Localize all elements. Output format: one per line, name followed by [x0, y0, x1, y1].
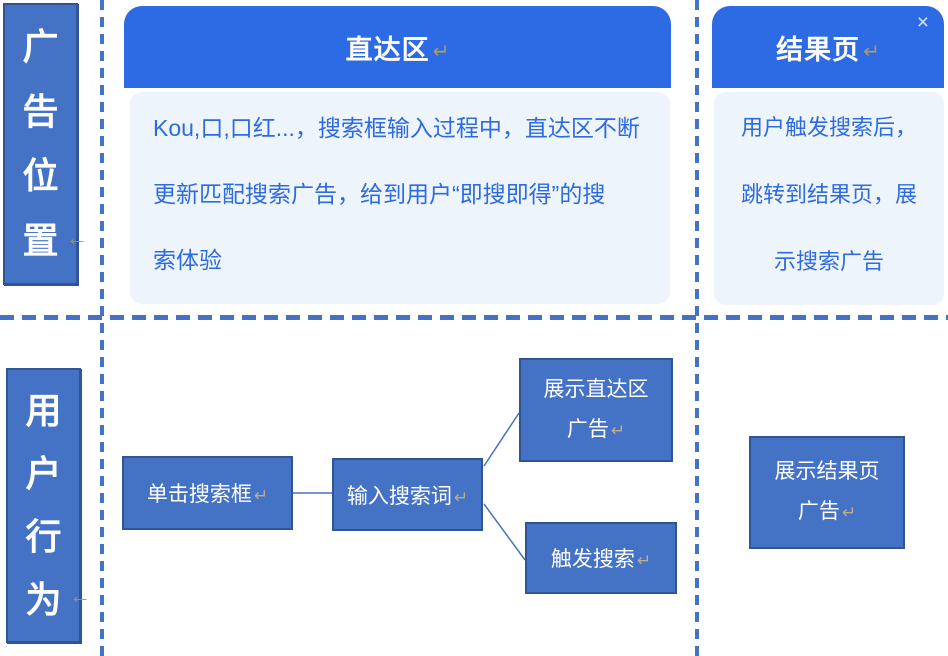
flow-box-text: 触发搜索 — [550, 548, 635, 571]
row-label-char: 置 — [22, 219, 59, 261]
panel-header-direct-zone: 直达区 ↵ — [124, 6, 671, 88]
panel-body-results-page: 用户触发搜索后， 跳转到结果页，展 示搜索广告 — [714, 92, 944, 305]
flow-box-text: 单击搜索框 — [146, 483, 252, 506]
flow-box-text: 输入搜索词 — [346, 484, 452, 508]
row-label-char: 为 — [25, 578, 62, 620]
return-mark-icon: ↵ — [253, 486, 269, 505]
row-label-user-behavior: 用 户 行 为 ← — [6, 368, 91, 643]
flow-box-label: 展示结果页 — [775, 452, 880, 492]
flow-box-text: 广告 — [566, 417, 609, 441]
return-mark-icon: ↵ — [863, 40, 880, 63]
row-label-char: 行 — [25, 515, 62, 557]
flow-box-show-direct-zone-ad: 展示直达区 广告↵ — [519, 358, 673, 462]
return-mark-icon: ← — [69, 583, 91, 608]
column-divider-right — [695, 0, 699, 656]
row-label-char: 用 — [25, 390, 62, 432]
flow-box-text: 广告 — [797, 500, 840, 523]
row-divider — [0, 315, 948, 320]
panel-text-line: 用户触发搜索后， — [740, 115, 917, 140]
flow-box-trigger-search: 触发搜索↵ — [525, 522, 677, 594]
panel-title: 结果页 — [776, 34, 861, 65]
panel-title: 直达区 — [345, 34, 430, 65]
flow-box-label: 广告↵ — [567, 410, 625, 451]
row-label-char: 告 — [22, 90, 59, 132]
flow-box-label: 广告↵ — [798, 492, 856, 533]
row-label-char: 位 — [22, 155, 59, 197]
return-mark-icon: ↵ — [453, 487, 469, 507]
panel-text-line: 索体验 — [153, 247, 222, 273]
row-label-ad-position: 广 告 位 置 ← — [3, 3, 88, 285]
connector-enter-to-show-direct — [483, 412, 520, 467]
flow-box-label: 展示直达区 — [544, 370, 649, 410]
panel-text-line: 示搜索广告 — [773, 249, 884, 274]
flow-box-label: 触发搜索↵ — [551, 543, 651, 573]
panel-body-direct-zone: Kou,口,口红...，搜索框输入过程中，直达区不断 更新匹配搜索广告，给到用户… — [130, 92, 670, 304]
column-divider-left — [100, 0, 104, 656]
connector-enter-to-trigger — [483, 503, 526, 561]
panel-text-line: 更新匹配搜索广告，给到用户“即搜即得”的搜 — [153, 181, 606, 207]
flow-box-show-results-page-ad: 展示结果页 广告↵ — [749, 436, 905, 549]
flow-box-click-search-box: 单击搜索框↵ — [122, 456, 293, 530]
flow-box-text: 展示直达区 — [543, 377, 649, 401]
panel-text-line: 跳转到结果页，展 — [740, 182, 917, 207]
return-mark-icon: ↵ — [636, 551, 652, 570]
return-mark-icon: ↵ — [841, 503, 857, 522]
close-icon[interactable]: × — [916, 11, 930, 34]
return-mark-icon: ↵ — [610, 420, 626, 440]
return-mark-icon: ← — [66, 225, 88, 250]
row-label-char: 户 — [25, 453, 62, 495]
flow-box-label: 单击搜索框↵ — [147, 478, 268, 508]
panel-text-line: Kou,口,口红...，搜索框输入过程中，直达区不断 — [153, 115, 640, 141]
panel-header-results-page: 结果页 ↵ × — [712, 6, 944, 88]
flow-box-text: 展示结果页 — [774, 460, 880, 483]
return-mark-icon: ↵ — [432, 40, 450, 63]
flow-box-label: 输入搜索词↵ — [347, 480, 468, 510]
row-label-char: 广 — [22, 26, 59, 68]
flow-box-enter-search-term: 输入搜索词↵ — [332, 458, 483, 531]
